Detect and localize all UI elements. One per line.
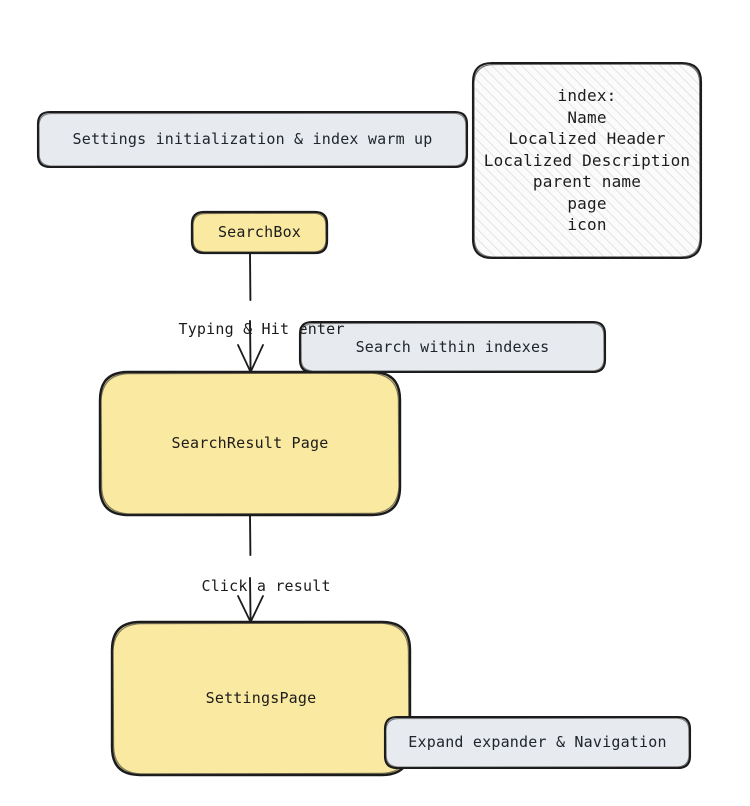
node-index-note-label: index: Name Localized Header Localized D… (483, 85, 691, 235)
node-settings-page-label: SettingsPage (205, 689, 317, 708)
node-shape-searchbox (190, 210, 329, 255)
edge-searchbox-to-searchresult (237, 252, 264, 373)
edge-searchresult-to-settingspage (237, 514, 264, 623)
node-searchresult-page-label: SearchResult Page (171, 434, 329, 453)
node-settings-page[interactable]: SettingsPage (112, 622, 410, 775)
node-searchresult-page[interactable]: SearchResult Page (100, 372, 400, 515)
node-search-within-indexes-label: Search within indexes (355, 337, 550, 356)
node-shape-searchresult-page (98, 370, 402, 517)
node-settings-initialization[interactable]: Settings initialization & index warm up (38, 112, 467, 167)
edge-label-typing-hit-enter-text: Typing & Hit enter (178, 320, 345, 338)
node-expand-expander[interactable]: Expand expander & Navigation (385, 717, 690, 768)
node-searchbox[interactable]: SearchBox (192, 212, 327, 253)
edge-label-click-a-result: Click a result (183, 559, 331, 595)
node-shape-expand-expander (383, 715, 692, 770)
node-settings-initialization-label: Settings initialization & index warm up (72, 130, 433, 149)
node-expand-expander-label: Expand expander & Navigation (408, 733, 667, 752)
node-shape-settings-page (110, 620, 412, 777)
node-searchbox-label: SearchBox (217, 223, 302, 242)
node-shape-search-within-indexes (298, 320, 607, 374)
node-shape-settings-init (36, 110, 469, 169)
node-search-within-indexes[interactable]: Search within indexes (300, 322, 605, 372)
node-index-note: index: Name Localized Header Localized D… (473, 63, 701, 258)
node-shape-index-note (471, 61, 703, 260)
edge-label-typing-hit-enter: Typing & Hit enter (160, 302, 345, 338)
edge-label-click-a-result-text: Click a result (201, 577, 331, 595)
